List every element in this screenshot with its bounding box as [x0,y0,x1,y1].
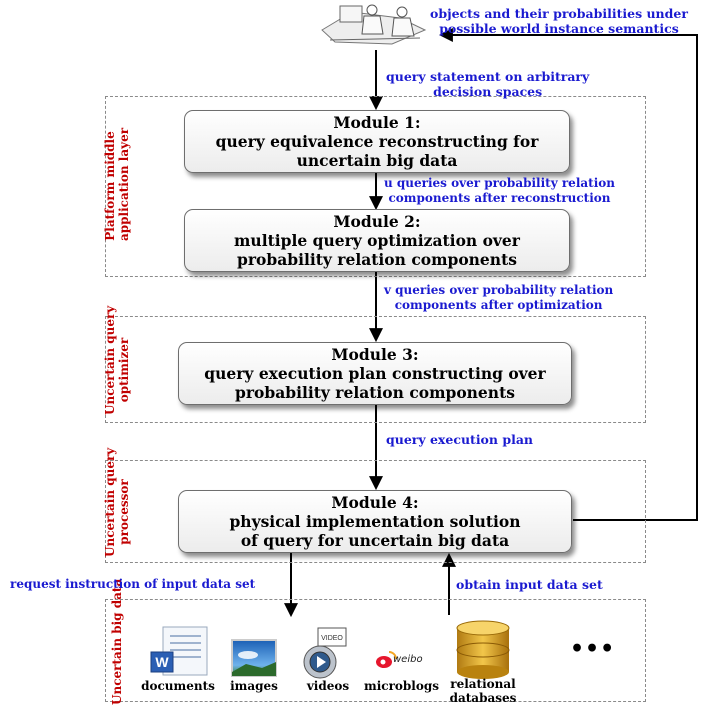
people-at-computers-icon [321,4,427,45]
source-label-relational-databases: relational databases [446,677,520,705]
module-3-title: Module 3: [331,345,419,364]
layer-label-big-data: Uncertain big data [110,578,124,705]
module-2-title: Module 2: [333,212,421,231]
source-label-documents-text: documents [141,679,215,693]
module-1-line-2: uncertain big data [296,151,458,170]
edge-label-query-statement-line-2: decision spaces [433,84,543,99]
source-label-videos-text: videos [306,679,350,693]
module-1-box: Module 1: query equivalence reconstructi… [184,110,570,173]
svg-text:W: W [155,654,169,670]
layer-uncertain-query-processor [105,460,646,563]
source-label-documents: documents [138,679,218,693]
layer-label-platform-line-2: application layer [117,127,131,241]
layer-platform-middle [105,96,646,277]
module-1-title: Module 1: [333,113,421,132]
more-sources-text: ••• [570,636,616,662]
module-2-box: Module 2: multiple query optimization ov… [184,209,570,272]
edge-label-request-text: request instruction of input data set [10,577,256,591]
weibo-logo-word: weibo [393,654,423,665]
edge-label-execution-plan: query execution plan [386,432,533,447]
layer-label-optimizer-line-2: optimizer [117,337,131,403]
edge-label-v-queries: v queries over probability relation comp… [384,283,613,313]
layer-label-processor-line-2: processor [117,479,131,545]
module-4-line-2: of query for uncertain big data [240,531,510,550]
module-4-title: Module 4: [331,493,419,512]
layer-label-platform-line-1: Platform middle [103,131,117,241]
svg-text:VIDEO: VIDEO [321,635,343,642]
word-document-icon: W [150,626,208,676]
video-disc-icon: VIDEO [303,627,347,679]
source-label-microblogs-text: microblogs [364,679,439,693]
source-label-databases-line-1: relational [450,677,516,691]
layer-uncertain-big-data [105,599,646,702]
edge-label-query-statement-line-1: query statement on arbitrary [386,69,590,84]
source-label-images: images [219,679,289,693]
edge-label-request-instruction: request instruction of input data set [10,577,255,592]
edge-label-v-queries-line-2: components after optimization [394,298,603,312]
module-2-line-2: probability relation components [237,250,517,269]
module-2-line-1: multiple query optimization over [234,231,520,250]
module-4-box: Module 4: physical implementation soluti… [178,490,572,553]
module-3-line-2: probability relation components [235,383,515,402]
database-cylinder-icon [456,620,510,679]
more-sources-ellipsis: ••• [570,636,615,662]
result-objects-label-line-1: objects and their probabilities under [430,6,688,21]
module-3-line-1: query execution plan constructing over [204,364,546,383]
edge-label-query-statement: query statement on arbitrary decision sp… [386,69,589,99]
edge-label-u-queries-line-1: u queries over probability relation [384,176,615,190]
source-label-databases-line-2: databases [449,691,517,705]
source-label-microblogs: microblogs [364,679,439,693]
result-objects-label: objects and their probabilities under po… [430,6,688,36]
arrow-results-feedback [438,28,698,521]
layer-label-bigdata-line-1: Uncertain big data [110,578,124,705]
weibo-logo-text: weibo [393,654,423,665]
edge-label-v-queries-line-1: v queries over probability relation [384,283,614,297]
layer-label-optimizer: Uncertain query optimizer [103,305,131,415]
module-4-line-1: physical implementation solution [229,512,521,531]
edge-label-obtain-text: obtain input data set [456,577,603,592]
weibo-logo-icon [376,651,397,668]
edge-label-u-queries-line-2: components after reconstruction [388,191,611,205]
module-1-line-1: query equivalence reconstructing for [215,132,539,151]
edge-label-u-queries: u queries over probability relation comp… [384,176,615,206]
source-label-videos: videos [295,679,361,693]
layer-label-processor-line-1: Uncertain query [103,447,117,557]
module-3-box: Module 3: query execution plan construct… [178,342,572,405]
landscape-image-icon [231,639,277,677]
layer-label-optimizer-line-1: Uncertain query [103,305,117,415]
edge-label-execution-plan-text: query execution plan [386,432,534,447]
layer-label-processor: Uncertain query processor [103,447,131,557]
result-objects-label-line-2: possible world instance semantics [439,21,679,36]
edge-label-obtain-input: obtain input data set [456,577,603,592]
layer-uncertain-query-optimizer [105,316,646,423]
source-label-images-text: images [230,679,278,693]
layer-label-platform-middle: Platform middle application layer [103,127,131,241]
